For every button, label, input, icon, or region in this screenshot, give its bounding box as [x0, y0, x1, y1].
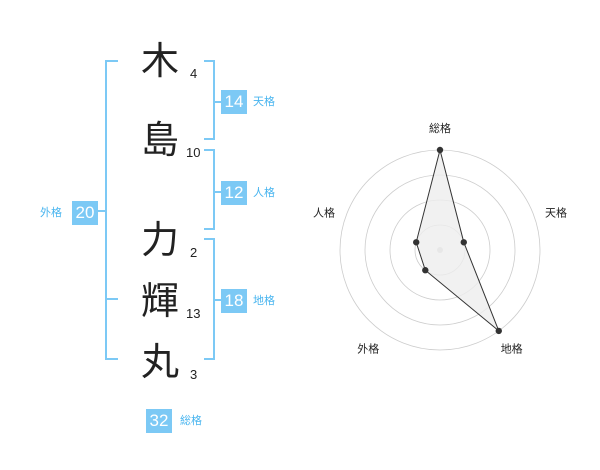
- tenkaku-bracket: [204, 60, 215, 140]
- radar-point-1: [436, 146, 444, 154]
- soukaku-value: 32: [146, 409, 172, 433]
- name-char-2: 島: [140, 118, 179, 162]
- stroke-count-5: 3: [190, 367, 198, 382]
- name-char-1: 木: [140, 39, 179, 83]
- radar-axis-label-3: 地格: [501, 342, 523, 356]
- tenkaku-label: 天格: [253, 95, 275, 108]
- soukaku-label: 総格: [180, 414, 202, 427]
- stroke-count-3: 2: [190, 245, 198, 260]
- radar-axis-label-4: 外格: [357, 342, 379, 356]
- name-char-4: 輝: [140, 279, 179, 323]
- name-char-3: 力: [140, 218, 179, 262]
- stroke-count-2: 10: [186, 145, 201, 160]
- jinkaku-label: 人格: [253, 186, 275, 199]
- radar-series-polygon: [415, 149, 500, 332]
- stroke-count-4: 13: [186, 306, 201, 321]
- jinkaku-value: 12: [221, 181, 247, 205]
- radar-point-3: [495, 327, 502, 335]
- radar-axis-label-1: 総格: [429, 121, 451, 135]
- radar-point-2: [460, 239, 467, 246]
- radar-point-4: [422, 267, 429, 274]
- jinkaku-bracket: [204, 149, 215, 230]
- gaikaku-label: 外格: [40, 206, 62, 219]
- gaikaku-value: 20: [72, 201, 98, 225]
- radar-point-5: [413, 239, 420, 246]
- chikaku-value: 18: [221, 289, 247, 313]
- tenkaku-value: 14: [221, 90, 247, 114]
- radar-axis-label-5: 人格: [313, 205, 335, 219]
- name-char-5: 丸: [140, 340, 179, 384]
- stroke-count-1: 4: [190, 66, 198, 81]
- radar-axis-label-2: 天格: [545, 205, 567, 219]
- chikaku-label: 地格: [253, 294, 275, 307]
